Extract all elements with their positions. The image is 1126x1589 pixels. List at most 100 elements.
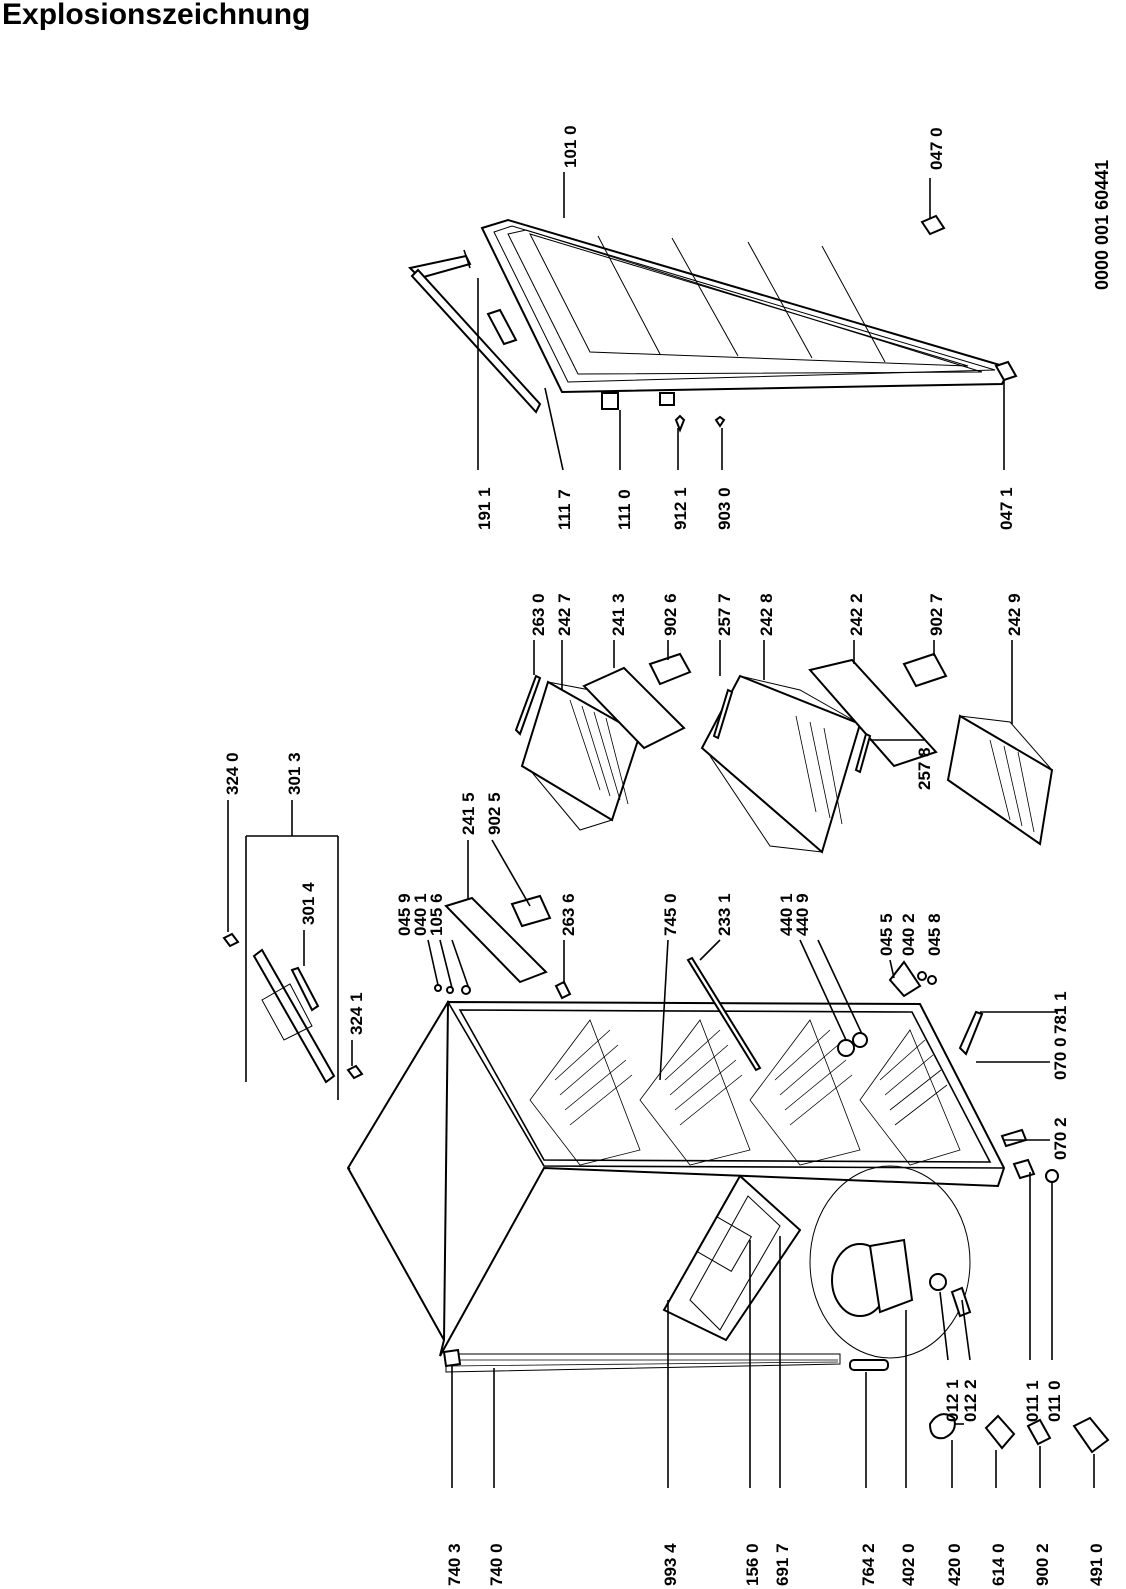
magnet-440-1 — [837, 1039, 855, 1057]
label-241-3: 241 3 — [609, 593, 628, 636]
label-440-9: 440 9 — [793, 893, 812, 936]
electrical-parts — [928, 1413, 1110, 1488]
label-740-0: 740 0 — [487, 1543, 506, 1586]
relay-012-1 — [929, 1273, 947, 1291]
label-691-7: 691 7 — [773, 1543, 792, 1586]
label-257-8: 257 8 — [915, 747, 934, 790]
doc-number: 0000 001 60441 — [1092, 160, 1112, 290]
label-012-2: 012 2 — [961, 1379, 980, 1422]
label-040-2: 040 2 — [899, 913, 918, 956]
label-047-1: 047 1 — [997, 487, 1016, 530]
label-440-1: 440 1 — [777, 893, 796, 936]
flap-902-7 — [902, 652, 948, 688]
cover-241-3 — [582, 666, 686, 750]
capacitor-420-0 — [928, 1413, 956, 1440]
hinge-111-0 — [601, 392, 619, 410]
part-labels: 101 0 047 0 191 1 111 7 111 0 912 1 903 … — [223, 125, 1106, 1586]
label-781-1: 781 1 — [1051, 991, 1070, 1034]
label-241-5: 241 5 — [459, 792, 478, 835]
type-label-plate — [486, 308, 518, 346]
bushing-105-6 — [461, 985, 471, 995]
label-101-0: 101 0 — [561, 125, 580, 168]
label-045-5: 045 5 — [877, 913, 896, 956]
rod-233-1 — [686, 956, 762, 1072]
label-242-8: 242 8 — [757, 593, 776, 636]
door-gasket — [410, 268, 542, 414]
relay-614-0 — [984, 1414, 1016, 1450]
foot-011-0 — [1045, 1169, 1059, 1183]
bracket-070-2 — [1000, 1128, 1028, 1148]
label-301-4: 301 4 — [299, 882, 318, 925]
page-title: Explosionszeichnung — [2, 0, 311, 31]
screw-903-0 — [714, 415, 726, 428]
cabinet-body — [346, 956, 1059, 1373]
label-263-6: 263 6 — [559, 893, 578, 936]
rail-263-6 — [554, 980, 572, 1000]
label-263-0: 263 0 — [529, 593, 548, 636]
clip-324-1 — [346, 1064, 364, 1080]
label-045-8: 045 8 — [925, 913, 944, 956]
label-324-1: 324 1 — [347, 992, 366, 1035]
label-324-0: 324 0 — [223, 752, 242, 795]
label-902-6: 902 6 — [661, 593, 680, 636]
label-614-0: 614 0 — [989, 1543, 1008, 1586]
label-111-7: 111 7 — [555, 489, 574, 530]
clip-324-0 — [222, 932, 240, 948]
label-420-0: 420 0 — [945, 1543, 964, 1586]
label-902-7: 902 7 — [927, 593, 946, 636]
door-leaders — [477, 172, 1005, 471]
washer-040-2 — [917, 971, 927, 981]
label-011-0: 011 0 — [1045, 1380, 1064, 1422]
label-070-0: 070 0 — [1051, 1037, 1070, 1080]
screw-045-8 — [927, 975, 937, 985]
label-242-9: 242 9 — [1005, 593, 1024, 636]
flap-902-5 — [510, 894, 552, 928]
door-assembly — [407, 214, 1018, 433]
label-156-0: 156 0 — [743, 1543, 762, 1586]
label-242-7: 242 7 — [555, 593, 574, 636]
label-993-4: 993 4 — [661, 1543, 680, 1586]
label-740-3: 740 3 — [445, 1543, 464, 1586]
rail-257-8 — [854, 732, 872, 774]
hinge-047-0 — [920, 214, 946, 236]
screw-045-9 — [434, 984, 442, 992]
label-902-5: 902 5 — [485, 792, 504, 835]
drawer-leaders — [467, 640, 1013, 907]
hinge-047-1 — [994, 360, 1018, 382]
cover-241-5 — [444, 896, 548, 984]
washer-040-1 — [446, 986, 454, 994]
label-011-1: 011 1 — [1023, 1380, 1042, 1422]
label-301-3: 301 3 — [285, 752, 304, 795]
hinge-045-5 — [888, 960, 922, 998]
label-764-2: 764 2 — [859, 1543, 878, 1586]
rail-263-0 — [514, 674, 542, 736]
capacitor-012-2 — [950, 1286, 972, 1318]
drawer-group — [444, 652, 1054, 1000]
label-491-0: 491 0 — [1087, 1543, 1106, 1586]
label-012-1: 012 1 — [943, 1379, 962, 1422]
label-233-1: 233 1 — [715, 893, 734, 936]
label-047-0: 047 0 — [927, 127, 946, 170]
label-191-1: 191 1 — [475, 487, 494, 530]
top-cover-740-3 — [442, 1348, 462, 1368]
label-912-1: 912 1 — [671, 487, 690, 530]
cabinet-leaders — [347, 939, 1058, 1488]
label-040-1: 040 1 — [411, 893, 430, 936]
label-257-7: 257 7 — [715, 593, 734, 636]
protector-900-2 — [1026, 1418, 1052, 1446]
screw-912-1 — [674, 414, 686, 433]
label-900-2: 900 2 — [1033, 1543, 1052, 1586]
foot-011-1 — [1012, 1158, 1036, 1180]
top-handle-group — [222, 800, 364, 1100]
handle-insert-301-4 — [290, 966, 320, 1012]
rail-257-7 — [712, 688, 734, 740]
filter-dryer — [849, 1359, 889, 1371]
cabinet-outer — [439, 1000, 1006, 1357]
terminal-box-491-0 — [1072, 1416, 1110, 1454]
magnet-440-9 — [852, 1032, 868, 1048]
label-070-2: 070 2 — [1051, 1117, 1070, 1160]
label-105-6: 105 6 — [427, 893, 446, 936]
label-402-0: 402 0 — [899, 1543, 918, 1586]
label-045-9: 045 9 — [395, 893, 414, 936]
